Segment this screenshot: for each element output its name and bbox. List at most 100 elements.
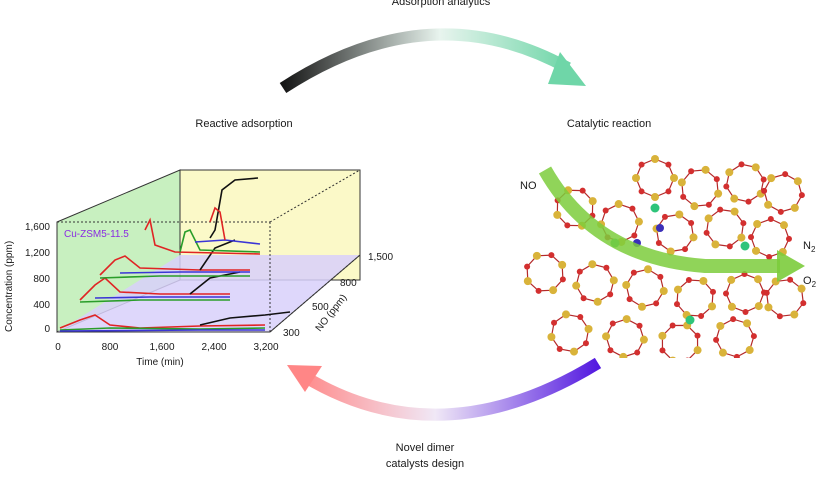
label-adsorption-analytics: Adsorption analytics: [391, 0, 491, 8]
o-atom: [800, 300, 807, 307]
o-atom: [638, 188, 645, 195]
o-atom: [777, 208, 784, 215]
si-atom: [632, 174, 640, 182]
z-axis-ticks: 1,500 800 500 300: [283, 252, 393, 339]
o-atom: [556, 345, 563, 352]
si-atom: [689, 233, 698, 242]
si-atom: [780, 221, 789, 230]
o-atom: [602, 207, 609, 214]
si-atom: [677, 178, 686, 187]
o-atom: [694, 332, 701, 339]
cu-site-atom: [685, 315, 695, 325]
z-tick: 800: [340, 278, 357, 289]
top-cycle-arrow: [279, 28, 586, 94]
label-novel-dimer: Novel dimer: [395, 442, 455, 454]
x-tick: 3,200: [253, 342, 278, 353]
n2-main: N: [803, 240, 811, 252]
o-atom: [717, 206, 724, 213]
si-atom: [588, 260, 597, 269]
label-n2-output: N2: [803, 240, 815, 254]
si-atom: [708, 302, 717, 311]
si-atom: [675, 210, 684, 219]
o-atom: [636, 322, 643, 329]
o-atom: [634, 349, 641, 356]
si-atom: [593, 297, 602, 306]
y-tick: 400: [33, 300, 50, 311]
si-atom: [572, 281, 581, 290]
y-tick: 1,200: [25, 248, 50, 259]
si-atom: [561, 310, 570, 319]
x-tick: 1,600: [149, 342, 174, 353]
o-atom: [576, 268, 583, 275]
o-atom: [535, 287, 542, 294]
o-atom: [705, 201, 712, 208]
o-atom: [674, 301, 681, 308]
zeolite-ring: [625, 268, 665, 308]
o-atom: [738, 161, 745, 168]
o-atom: [767, 216, 774, 223]
y-axis-label: Concentration (ppm): [4, 241, 15, 332]
x-tick: 0: [55, 342, 61, 353]
si-atom: [797, 284, 806, 293]
bottom-cycle-arrow: [287, 357, 602, 421]
si-atom: [553, 210, 562, 219]
si-atom: [767, 174, 776, 183]
si-atom: [704, 214, 713, 223]
zeolite-ring: [676, 279, 714, 317]
zeolite-ring: [705, 208, 745, 248]
si-atom: [716, 321, 725, 330]
o-atom: [709, 288, 716, 295]
o-atom: [726, 243, 733, 250]
o-atom: [582, 340, 589, 347]
o-atom: [657, 273, 664, 280]
z-axis-label: NO (ppm): [314, 292, 350, 333]
y-tick: 800: [33, 274, 50, 285]
si-atom: [638, 302, 647, 311]
zeolite-ring: [661, 324, 699, 358]
o-atom: [626, 296, 633, 303]
si-atom: [670, 174, 678, 182]
bridging-o-atom: [656, 224, 664, 232]
si-atom: [730, 207, 739, 216]
si-atom: [523, 277, 532, 286]
o-atom: [607, 291, 614, 298]
o-atom: [723, 183, 730, 190]
si-atom: [745, 346, 754, 355]
o-atom: [688, 168, 695, 175]
zeolite-framework: [523, 155, 807, 358]
si-atom: [790, 310, 799, 319]
si-atom: [690, 202, 699, 211]
o-atom: [603, 264, 610, 271]
o-atom: [665, 161, 672, 168]
zeolite-ring: [766, 279, 804, 317]
sample-label: Cu-ZSM5-11.5: [64, 229, 129, 240]
z-tick: 500: [312, 302, 329, 313]
si-atom: [718, 348, 727, 357]
o-atom: [631, 232, 638, 239]
trace-group-1500ppm: [144, 177, 261, 255]
si-atom: [634, 217, 643, 226]
si-atom: [714, 189, 723, 198]
o-atom: [750, 333, 757, 340]
si-atom: [743, 319, 752, 328]
si-atom: [588, 197, 597, 206]
si-atom: [558, 260, 567, 269]
o-atom: [559, 276, 566, 283]
si-atom: [622, 315, 631, 324]
si-atom: [793, 177, 802, 186]
trace-group-300ppm: [59, 311, 291, 332]
o-atom: [579, 187, 586, 194]
cu-site-atom: [740, 241, 750, 251]
label-no-input: NO: [520, 180, 537, 192]
si-atom: [725, 168, 734, 177]
o-atom: [682, 246, 689, 253]
o-atom: [655, 240, 662, 247]
o-atom: [703, 229, 710, 236]
z-tick: 300: [283, 328, 300, 339]
si-atom: [584, 324, 593, 333]
o-atom: [782, 171, 789, 178]
o-atom: [763, 289, 770, 296]
label-catalytic-reaction: Catalytic reaction: [566, 118, 652, 130]
reaction-flow-arrow: [538, 166, 780, 273]
si-atom: [727, 302, 736, 311]
